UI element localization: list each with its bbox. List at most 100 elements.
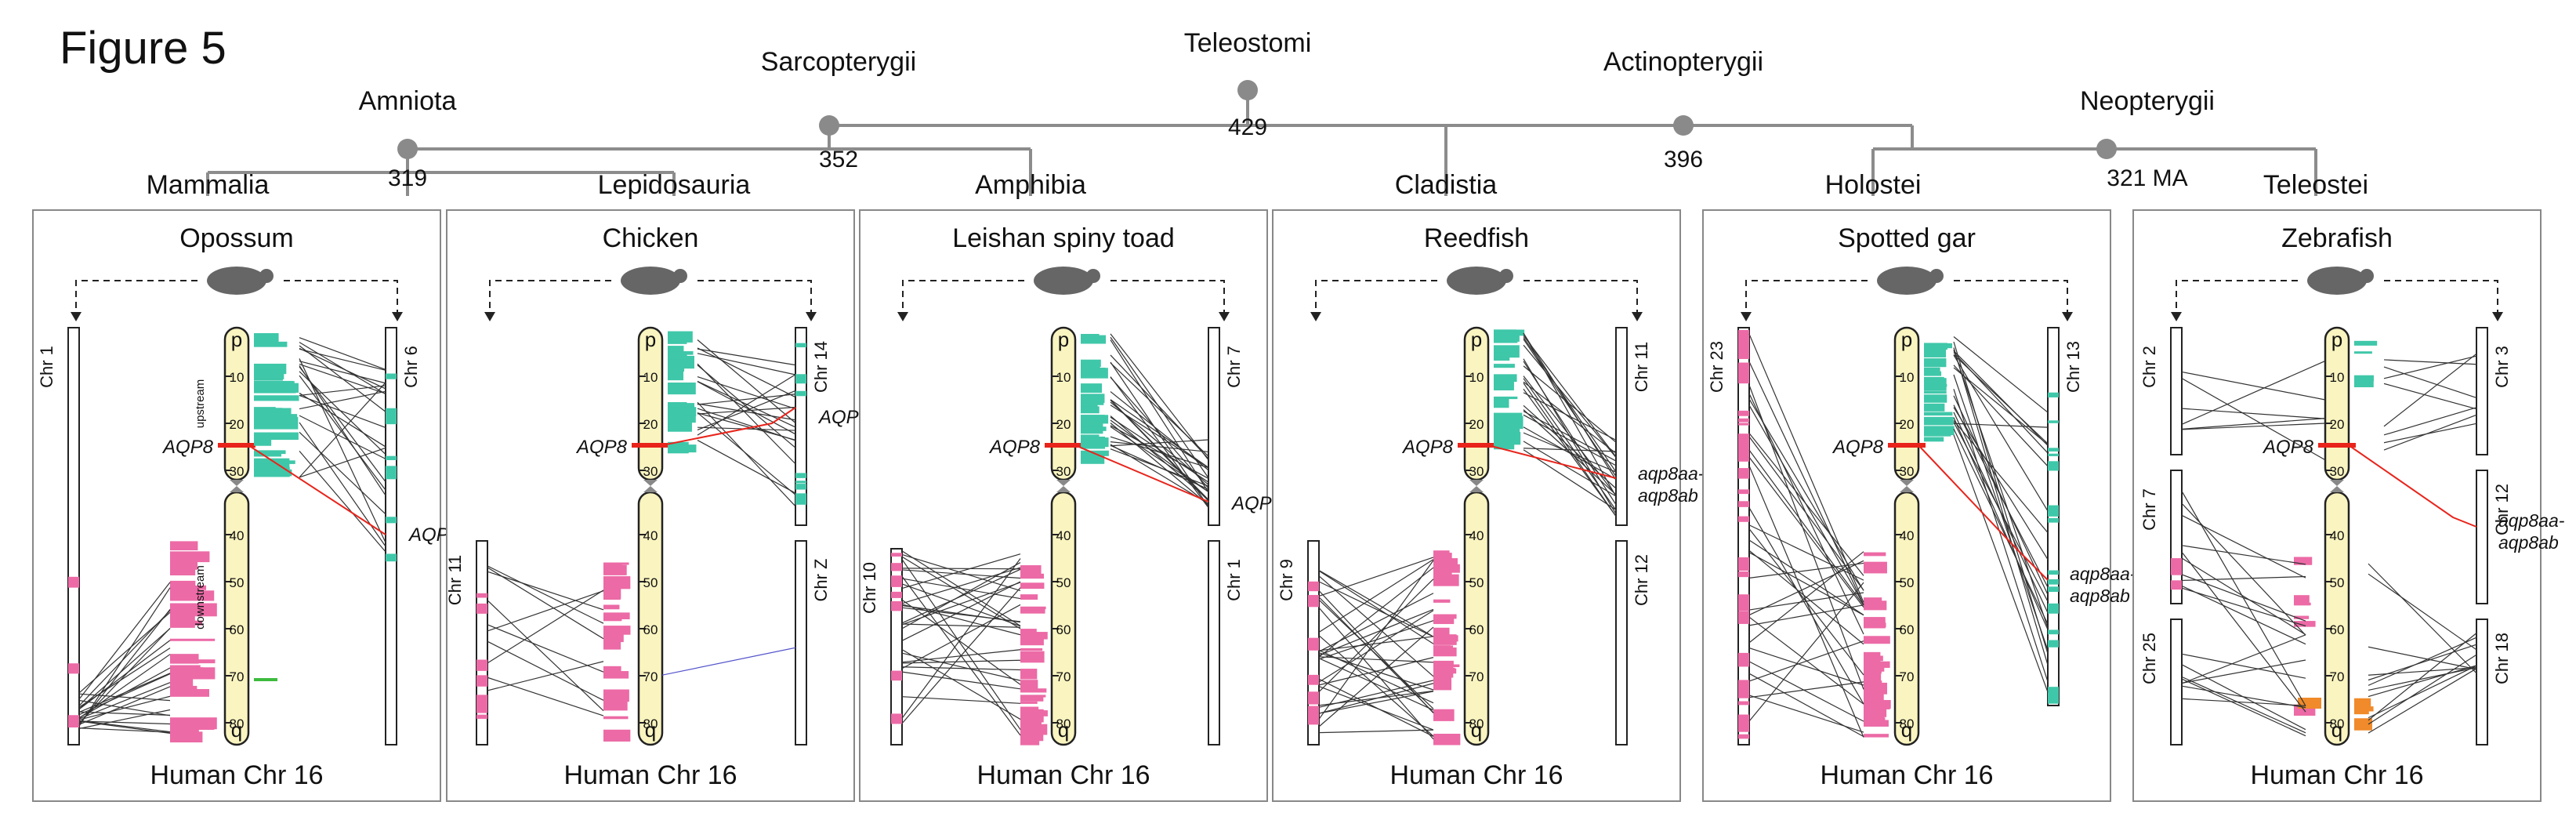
teal-block (2048, 420, 2059, 423)
ortholog-label: aqp8ab (1638, 485, 1698, 506)
pink-block (891, 575, 902, 587)
synteny-link (2181, 418, 2326, 430)
aqp8-label: AQP8 (575, 437, 628, 458)
synteny-link (1748, 385, 1864, 690)
pink-block (1738, 441, 1749, 454)
synteny-link (2383, 383, 2477, 410)
tree-node-sarcopterygii (819, 115, 839, 136)
teal-block (1924, 367, 1940, 374)
leaf-label: Amphibia (975, 170, 1086, 200)
species-name: Zebrafish (2281, 223, 2393, 253)
chicken-icon-head (673, 269, 687, 283)
pink-block (1738, 557, 1749, 567)
tick-label: 50 (643, 575, 658, 590)
teal-block (2048, 629, 2059, 635)
tick-label: 20 (230, 417, 245, 432)
node-age-amniota: 319 (388, 165, 427, 191)
synteny-link (901, 568, 1021, 570)
pink-block (68, 722, 79, 725)
teal-block (668, 407, 697, 417)
synteny-link (1318, 581, 1434, 637)
synteny-link (1318, 610, 1434, 683)
teal-block (1494, 379, 1514, 390)
pink-block (1020, 573, 1044, 579)
synteny-link (901, 553, 1021, 592)
synteny-link (1748, 661, 1864, 722)
chr-bar (1615, 540, 1628, 745)
synteny-link (1318, 656, 1434, 663)
synteny-link (1953, 365, 2049, 467)
synteny-link (78, 693, 171, 702)
leaf-label: Holostei (1825, 170, 1922, 200)
pink-block (1308, 600, 1319, 607)
chr-bar (2047, 327, 2060, 706)
teal-block (2048, 517, 2059, 523)
teal-block (795, 484, 806, 490)
synteny-link (1318, 691, 1434, 714)
synteny-link (1748, 393, 1864, 635)
toad-icon-head (1086, 269, 1100, 283)
synteny-link (299, 390, 386, 410)
arrowhead-left (1741, 312, 1752, 321)
node-label-neopterygii: Neopterygii (2080, 86, 2215, 116)
q-arm-label: q (645, 718, 656, 742)
teal-block (1081, 394, 1105, 403)
chromosome-label: Chr 1 (1224, 559, 1244, 601)
synteny-link (2181, 502, 2306, 636)
tick-label: 30 (2330, 464, 2345, 479)
gar-icon (1877, 267, 1944, 295)
aqp8-label: AQP8 (161, 437, 214, 458)
pink-block (2294, 557, 2313, 565)
synteny-link (1748, 616, 1864, 705)
pink-block (476, 659, 487, 671)
teal-block (1924, 394, 1947, 403)
synteny-link (1523, 426, 1617, 480)
teal-block (2354, 351, 2372, 354)
q-arm-label: q (2331, 718, 2342, 742)
chr-bar (67, 327, 80, 745)
human-chr-caption: Human Chr 16 (563, 760, 737, 790)
teal-block (1924, 426, 1955, 436)
tick-label: 30 (1900, 464, 1915, 479)
upstream-label: upstream (194, 379, 207, 429)
synteny-link (299, 392, 386, 448)
tree-node-amniota (397, 139, 418, 159)
synteny-link (2181, 551, 2306, 713)
pink-block (1864, 651, 1881, 662)
pink-block (170, 718, 201, 727)
chromosome-label: Chr 9 (1277, 559, 1296, 601)
tick-label: 20 (643, 417, 658, 432)
tick-label: 50 (1900, 575, 1915, 590)
synteny-link (2181, 587, 2306, 627)
synteny-link (1110, 391, 1209, 471)
synteny-link (78, 720, 171, 733)
tick-label: 20 (1469, 417, 1484, 432)
synteny-link (78, 711, 171, 716)
pink-block (1020, 688, 1047, 693)
teal-block (1494, 354, 1509, 357)
pink-block (603, 562, 629, 565)
tick-label: 70 (1469, 669, 1484, 684)
pink-block (1738, 594, 1749, 604)
teal-block (1924, 345, 1947, 357)
synteny-link (2181, 575, 2306, 582)
teal-block (2048, 453, 2059, 456)
pink-block (1020, 695, 1046, 698)
arrowhead-left (1310, 312, 1321, 321)
tick-label: 60 (1056, 622, 1071, 637)
synteny-link (901, 599, 1021, 685)
synteny-link (2181, 371, 2326, 401)
synteny-link (697, 440, 796, 494)
teal-block (386, 470, 397, 480)
centromere-mark (1900, 480, 1914, 486)
pink-block (1020, 701, 1038, 704)
synteny-link (1523, 344, 1617, 458)
pink-block (476, 593, 487, 598)
q-arm-label: q (1471, 718, 1482, 742)
dashed-arrow-right (1110, 280, 1225, 317)
synteny-link (901, 559, 1021, 731)
tick-label: 80 (1900, 716, 1915, 731)
pink-block (1020, 632, 1048, 640)
